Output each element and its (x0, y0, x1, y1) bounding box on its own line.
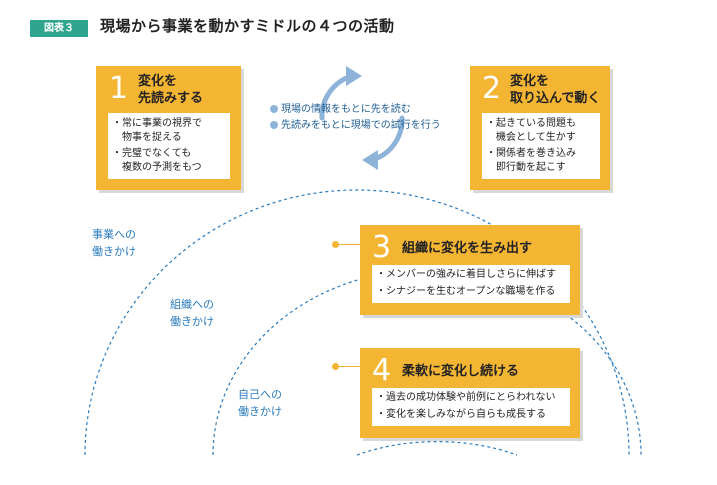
arc-label-line: 事業への (92, 228, 136, 241)
card-title: 柔軟に変化し続ける (402, 363, 519, 380)
card-title: 変化を 先読みする (138, 73, 203, 107)
card-item: ・完璧でなくても (112, 148, 192, 159)
card-title: 組織に変化を生み出す (402, 240, 532, 257)
card-item: ・起きている問題も (486, 118, 576, 129)
card-title: 変化を 取り込んで動く (510, 73, 600, 107)
bullet-icon (270, 121, 278, 129)
card-embrace-change: 2 変化を 取り込んで動く ・起きている問題も 機会として生かす ・関係者を巻き… (470, 66, 610, 190)
arc-label-organization: 組織への 働きかけ (170, 296, 214, 330)
arc-label-self: 自己への 働きかけ (238, 386, 282, 420)
bullet-icon (270, 105, 278, 113)
card-item: 物事を捉える (112, 132, 182, 143)
connector-line (336, 366, 360, 367)
card-number: 1 (109, 71, 129, 106)
arc-label-business: 事業への 働きかけ (92, 226, 136, 260)
card-items: ・メンバーの強みに着目しさらに伸ばす ・シナジーを生むオープンな職場を作る (372, 265, 570, 303)
arc-label-line: 自己への (238, 388, 282, 401)
card-items: ・過去の成功体験や前例にとらわれない ・変化を楽しみながら自らも成長する (372, 388, 570, 426)
card-title-line: 取り込んで動く (510, 91, 601, 106)
cycle-item-label: 先読みをもとに現場での試行を行う (281, 120, 441, 131)
card-item: ・シナジーを生むオープンな職場を作る (376, 286, 556, 297)
connector-line (336, 244, 360, 245)
card-title-line: 組織に変化を生み出す (402, 241, 533, 256)
connector-dot (332, 363, 339, 370)
card-item: 即行動を起こす (486, 162, 566, 173)
card-title-line: 変化を (138, 74, 178, 89)
card-item: ・関係者を巻き込み (486, 148, 576, 159)
card-title-line: 変化を (510, 74, 550, 89)
card-title-line: 柔軟に変化し続ける (402, 364, 520, 379)
cycle-item-label: 現場の情報をもとに先を読む (281, 104, 411, 115)
arc-label-line: 組織への (170, 298, 214, 311)
card-item: 機会として生かす (486, 132, 576, 143)
card-item: ・メンバーの強みに着目しさらに伸ばす (376, 269, 556, 280)
card-keep-changing: 4 柔軟に変化し続ける ・過去の成功体験や前例にとらわれない ・変化を楽しみなが… (360, 348, 580, 438)
card-items: ・起きている問題も 機会として生かす ・関係者を巻き込み 即行動を起こす (482, 113, 600, 179)
arc-self (356, 441, 518, 456)
figure-title: 現場から事業を動かすミドルの４つの活動 (100, 17, 395, 35)
arc-label-line: 働きかけ (170, 315, 214, 328)
cycle-item-trial: 先読みをもとに現場での試行を行う (270, 116, 441, 131)
card-anticipate-change: 1 変化を 先読みする ・常に事業の視界で 物事を捉える ・完璧でなくても 複数… (96, 66, 241, 190)
cycle-item-read-ahead: 現場の情報をもとに先を読む (270, 100, 411, 115)
card-number: 2 (482, 71, 502, 106)
card-number: 3 (372, 230, 392, 265)
connector-dot (332, 241, 339, 248)
arc-label-line: 働きかけ (238, 405, 282, 418)
card-create-change: 3 組織に変化を生み出す ・メンバーの強みに着目しさらに伸ばす ・シナジーを生む… (360, 225, 580, 315)
arc-business (84, 189, 630, 456)
card-item: ・常に事業の視界で (112, 118, 202, 129)
card-title-line: 先読みする (138, 91, 204, 106)
figure-badge: 図表３ (30, 20, 88, 37)
card-number: 4 (372, 353, 392, 388)
arc-label-line: 働きかけ (92, 245, 136, 258)
circular-arrows-icon (319, 66, 405, 170)
card-item: ・過去の成功体験や前例にとらわれない (376, 392, 556, 403)
card-items: ・常に事業の視界で 物事を捉える ・完璧でなくても 複数の予測をもつ (108, 113, 230, 179)
card-item: ・変化を楽しみながら自らも成長する (376, 409, 546, 420)
card-item: 複数の予測をもつ (112, 162, 202, 173)
